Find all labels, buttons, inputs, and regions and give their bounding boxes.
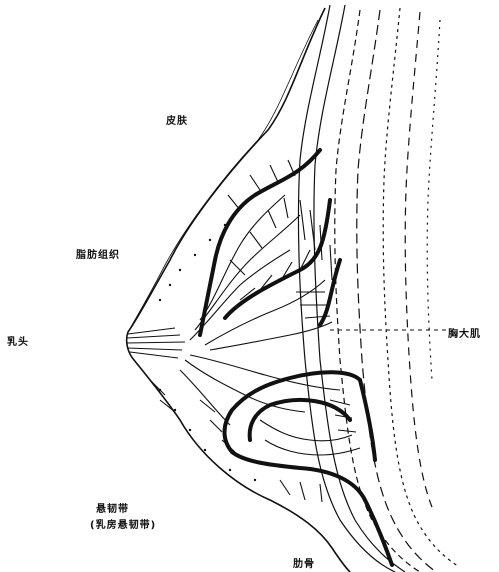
fat-tissue-dots (159, 224, 256, 481)
label-skin: 皮肤 (166, 112, 188, 127)
lower-lobe-boundary (225, 372, 393, 565)
label-pectoral-muscle: 胸大肌 (448, 325, 481, 340)
chest-wall-lines (298, 5, 458, 572)
label-rib: 肋骨 (293, 555, 315, 570)
label-suspensory-ligament: 悬韧带 (96, 500, 129, 515)
nipple-ducts (126, 328, 185, 358)
label-fat-tissue: 脂肪组织 (76, 246, 120, 261)
upper-ductal-network (190, 160, 332, 350)
label-suspensory-ligament-sub: (乳房悬韧带) (90, 516, 156, 531)
label-nipple: 乳头 (7, 333, 29, 348)
